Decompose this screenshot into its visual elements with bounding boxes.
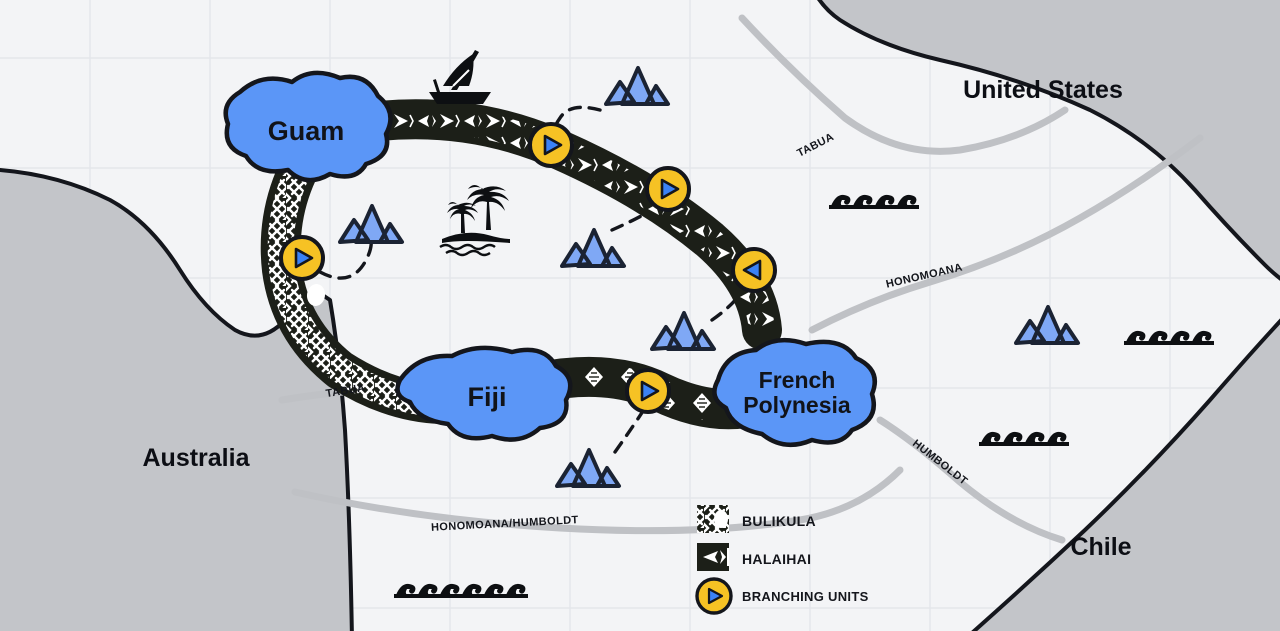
wave-icon-waves-south-left	[394, 583, 528, 598]
country-label-united-states: United States	[963, 76, 1123, 104]
node-guam-label: Guam	[268, 116, 345, 146]
map-legend: BULIKULA HALAIHAI BRANCHING UNITS	[695, 505, 869, 615]
existing-cable-routes	[278, 14, 1204, 544]
country-label-australia: Australia	[143, 444, 251, 472]
branching-unit-bu-guam-west[interactable]	[279, 235, 325, 281]
mountain-icon-mountain-north	[604, 66, 670, 106]
existing-cable-humboldt	[876, 416, 1066, 544]
landmass-chile	[971, 318, 1280, 631]
legend-item-halaihai[interactable]: HALAIHAI	[697, 543, 811, 571]
branching-unit-icon	[695, 577, 733, 615]
landmass-australia	[0, 168, 354, 631]
branching-unit-bu-halaihai-north[interactable]	[528, 122, 574, 168]
existing-cable-honomoana	[808, 134, 1204, 334]
legend-item-branching-units[interactable]: BRANCHING UNITS	[695, 577, 869, 615]
node-guam[interactable]: Guam	[223, 70, 393, 183]
mountain-icon-mountain-center	[560, 228, 626, 268]
node-french-polynesia[interactable]: French Polynesia	[712, 337, 877, 448]
existing-cable-tabua-north	[738, 14, 1069, 155]
landmass-united-states	[817, 0, 1280, 281]
wave-icon-waves-east	[1124, 330, 1214, 345]
legend-item-bulikula[interactable]: BULIKULA	[697, 505, 816, 533]
node-fiji[interactable]: Fiji	[395, 345, 573, 442]
country-label-chile: Chile	[1070, 533, 1131, 561]
node-french-polynesia-label-line1: French	[759, 367, 836, 393]
legend-label-halaihai: HALAIHAI	[742, 551, 811, 567]
mountain-icon-mountain-south	[555, 448, 621, 488]
mountain-icon-mountain-right	[1014, 305, 1080, 345]
cable-bulikula	[260, 120, 460, 424]
palm-island-icon	[439, 185, 510, 257]
legend-label-branching-units: BRANCHING UNITS	[742, 589, 869, 604]
dashed-spur-guam-east	[318, 234, 373, 280]
branching-unit-bu-fiji-east[interactable]	[625, 368, 671, 414]
legend-label-bulikula: BULIKULA	[742, 513, 816, 529]
mountain-icon-mountain-center-east	[650, 311, 716, 351]
branching-unit-bu-tabua-east[interactable]	[731, 247, 777, 293]
wave-icon-waves-north-right	[829, 194, 919, 209]
branching-unit-bu-halaihai-mid[interactable]	[645, 166, 691, 212]
node-french-polynesia-label-line2: Polynesia	[743, 392, 851, 418]
sailboat-icon	[429, 50, 491, 104]
mountain-icon-mountain-guam-east	[338, 204, 404, 244]
node-fiji-label: Fiji	[468, 382, 507, 412]
wave-icon-waves-southeast	[979, 431, 1069, 446]
existing-cable-south	[291, 466, 904, 535]
